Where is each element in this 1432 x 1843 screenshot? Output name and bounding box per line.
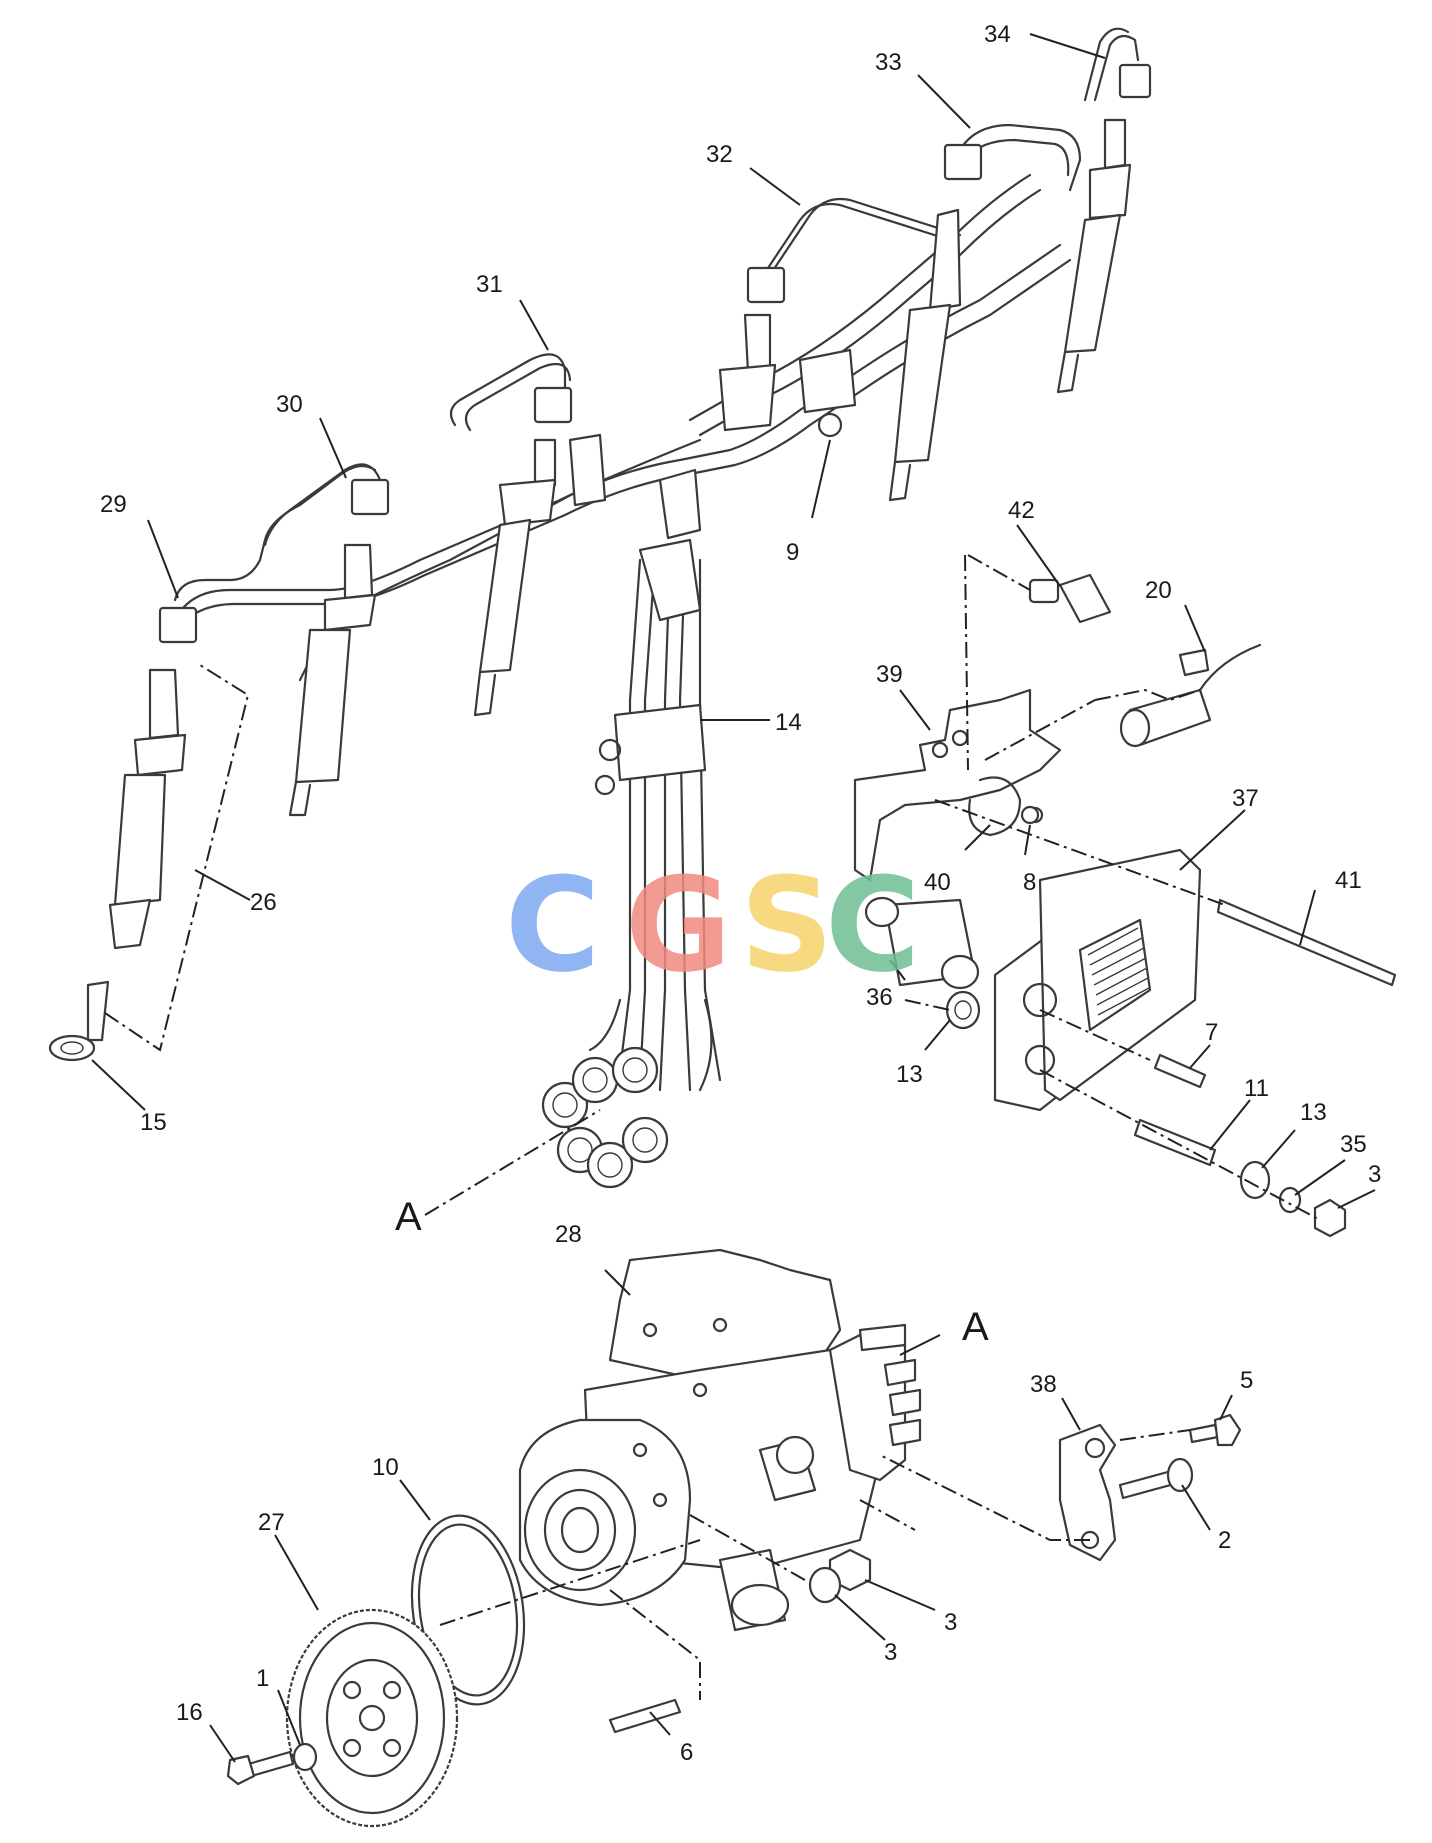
callout-28: 28 [555,1221,582,1248]
callout-3-mid: 3 [884,1639,897,1666]
callout-29: 29 [100,491,127,518]
callout-41: 41 [1335,867,1362,894]
callout-36: 36 [866,984,893,1011]
callout-27: 27 [258,1509,285,1536]
cgsc-watermark: C G S C [505,849,920,1001]
section-markers: A A [395,1195,989,1349]
callout-7: 7 [1205,1019,1218,1046]
callout-32: 32 [706,141,733,168]
callout-16: 16 [176,1699,203,1726]
callout-13-left: 13 [896,1061,923,1088]
callout-13-right: 13 [1300,1099,1327,1126]
callout-35: 35 [1340,1131,1367,1158]
callout-1: 1 [256,1665,269,1692]
callout-5: 5 [1240,1367,1253,1394]
callout-leaders [91,33,1376,1763]
callout-10: 10 [372,1454,399,1481]
watermark-letter-g: G [625,849,732,1001]
injection-pump-assembly [410,1248,1242,1734]
callout-33: 33 [875,49,902,76]
callout-31: 31 [476,271,503,298]
ecm-bracket-assembly [853,573,1397,1238]
callout-8: 8 [1023,869,1036,896]
callout-37: 37 [1232,785,1259,812]
fuel-line-assembly [158,27,1152,1189]
callout-labels: 29 30 31 32 33 34 26 15 14 9 42 20 39 37… [100,21,1381,1766]
watermark-letter-c2: C [825,849,920,1001]
section-letter-a-lower: A [962,1305,989,1349]
callout-2: 2 [1218,1527,1231,1554]
section-letter-a-upper: A [395,1195,422,1239]
watermark-letter-c: C [505,849,600,1001]
callout-3-right: 3 [944,1609,957,1636]
callout-34: 34 [984,21,1011,48]
callout-40: 40 [924,869,951,896]
callout-6: 6 [680,1739,693,1766]
callout-14: 14 [775,709,802,736]
fuel-injectors [48,118,1132,1062]
callout-30: 30 [276,391,303,418]
callout-26: 26 [250,889,277,916]
callout-11: 11 [1244,1075,1269,1102]
watermark-letter-s: S [740,849,834,1001]
callout-38: 38 [1030,1371,1057,1398]
callout-9: 9 [786,539,799,566]
callout-39: 39 [876,661,903,688]
callout-3-upper: 3 [1368,1161,1381,1188]
pump-drive-gear [226,1608,459,1828]
callout-42: 42 [1008,497,1035,524]
explosion-lines [104,554,1321,1700]
callout-20: 20 [1145,577,1172,604]
callout-15: 15 [140,1109,167,1136]
